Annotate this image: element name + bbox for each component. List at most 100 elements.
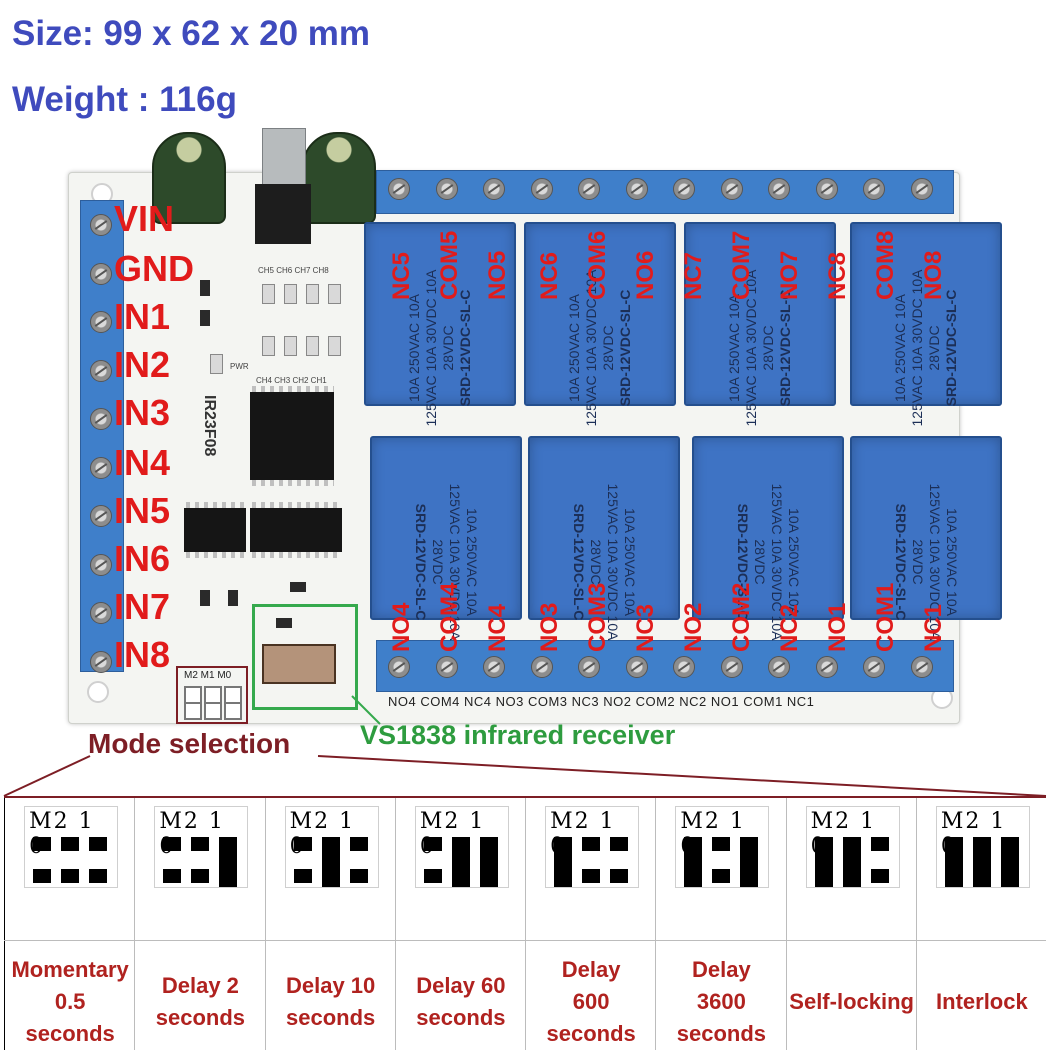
terminal-screw [90,311,112,333]
relay-8: 10A 250VAC 10A 125VAC 10A 30VDC 10A 28VD… [850,222,1002,426]
pin-pair [61,869,80,883]
relay-terminal-label: COM3 [584,582,611,652]
jumper-diagram: M2 1 0 [545,806,640,888]
terminal-screw [90,214,112,236]
ir-receiver [262,644,336,684]
status-led [262,284,275,304]
terminal-screw [483,178,505,200]
terminal-screw [388,656,410,678]
mode-label: Delay [561,957,621,982]
silk-pwr: PWR [230,362,249,371]
chip-pins [186,552,246,558]
relay-7: 10A 250VAC 10A 125VAC 10A 30VDC 10A 28VD… [684,222,836,426]
jumper-diagram: M2 1 0 [414,806,509,888]
pin-label-in2: IN2 [114,344,171,385]
pin-label-in4: IN4 [114,442,171,483]
mode-label: 600 [572,989,610,1014]
mode-label: seconds [546,1021,636,1046]
smd-resistor [200,590,210,606]
jumper-header-label: M2 1 0 [289,809,356,859]
terminal-screw [673,656,695,678]
pin-label-vin: VIN [114,198,175,239]
pin-pair [293,869,312,883]
relay-terminal-label: NO2 [680,602,707,652]
mode-label: Self-locking [789,989,914,1014]
relay-terminal-label: NC7 [680,251,707,300]
relay-terminal-label: NC5 [388,251,415,300]
relay-3: 10A 250VAC 10A 125VAC 10A 30VDC 10A 28VD… [528,436,680,640]
silk-ch-bottom: CH4 CH3 CH2 CH1 [256,376,327,385]
relay-6: 10A 250VAC 10A 125VAC 10A 30VDC 10A 28VD… [524,222,676,426]
terminal-screw [720,178,743,200]
header-pin [184,702,202,720]
relay-terminal-label: COM1 [872,582,899,652]
terminal-screw [815,656,838,678]
terminal-screw [768,656,790,678]
jumper-on [479,837,498,887]
relay-terminal-label: NO4 [388,602,415,652]
terminal-screw [90,456,112,479]
terminal-screw [388,178,410,200]
pin-pair [163,869,182,883]
smd-resistor [228,590,238,606]
pin-pair [582,869,601,883]
terminal-screw [483,656,505,678]
jumper-on [944,837,963,887]
pin-pair [349,869,368,883]
chip-pins [252,502,342,508]
pin-pair [33,869,52,883]
pin-label-in1: IN1 [114,296,171,337]
voltage-regulator [255,184,311,244]
jumper-diagram: M2 1 0 [154,806,249,888]
pin-pair [89,869,108,883]
voltage-regulator-tab [262,128,306,190]
relay-terminal-label: COM2 [728,582,755,652]
relay-terminal-label: NC6 [536,251,563,300]
relay-terminal-label: NC4 [484,603,511,652]
chip-pins [252,480,334,486]
pin-pair [610,869,629,883]
status-led [328,284,341,304]
terminal-screw [530,656,553,678]
pin-pair [582,837,601,851]
mode-label: Delay 10 [285,973,376,998]
mode-selection-caption: Mode selection [88,728,291,759]
jumper-on [684,837,703,887]
terminal-screw [863,656,885,678]
terminal-screw [863,178,885,200]
bottom-terminal-block [376,640,954,692]
pin-pair [870,837,889,851]
relay-terminal-label: COM5 [436,230,463,300]
relay-5: 10A 250VAC 10A 125VAC 10A 30VDC 10A 28VD… [364,222,516,426]
terminal-screw [90,650,112,673]
chip-pins [186,502,246,508]
mode-label: seconds [416,1005,506,1030]
relay-terminal-label: NC1 [920,603,947,652]
relay-2: 10A 250VAC 10A 125VAC 10A 30VDC 10A 28VD… [692,436,844,640]
terminal-screw [578,656,600,678]
pin-label-gnd: GND [114,248,194,289]
jumper-diagram: M2 1 0 [675,806,770,888]
relay-1: 10A 250VAC 10A 125VAC 10A 30VDC 10A 28VD… [850,436,1002,640]
relay-terminal-label: NO6 [632,250,659,300]
terminal-screw [673,178,695,200]
status-led [306,336,319,356]
relay-terminal-label: NC8 [824,251,851,300]
ir-receiver-highlight [252,604,358,710]
mode-label: seconds [25,1021,115,1046]
mode-label: seconds [676,1021,766,1046]
relay-terminal-label: NO7 [776,250,803,300]
mode-label: 3600 [696,989,746,1014]
mode-label: seconds [155,1005,245,1030]
smd-capacitor [276,618,292,628]
pin-pair [293,837,312,851]
mode-label: Delay 2 [161,973,239,998]
chip-pins [252,386,334,392]
mount-hole [87,681,109,703]
pin-pair [712,837,731,851]
terminal-screw [435,656,458,678]
pin-pair [610,837,629,851]
jumper-diagram: M2 1 0 [935,806,1030,888]
mode-label: Delay 60 [416,973,506,998]
